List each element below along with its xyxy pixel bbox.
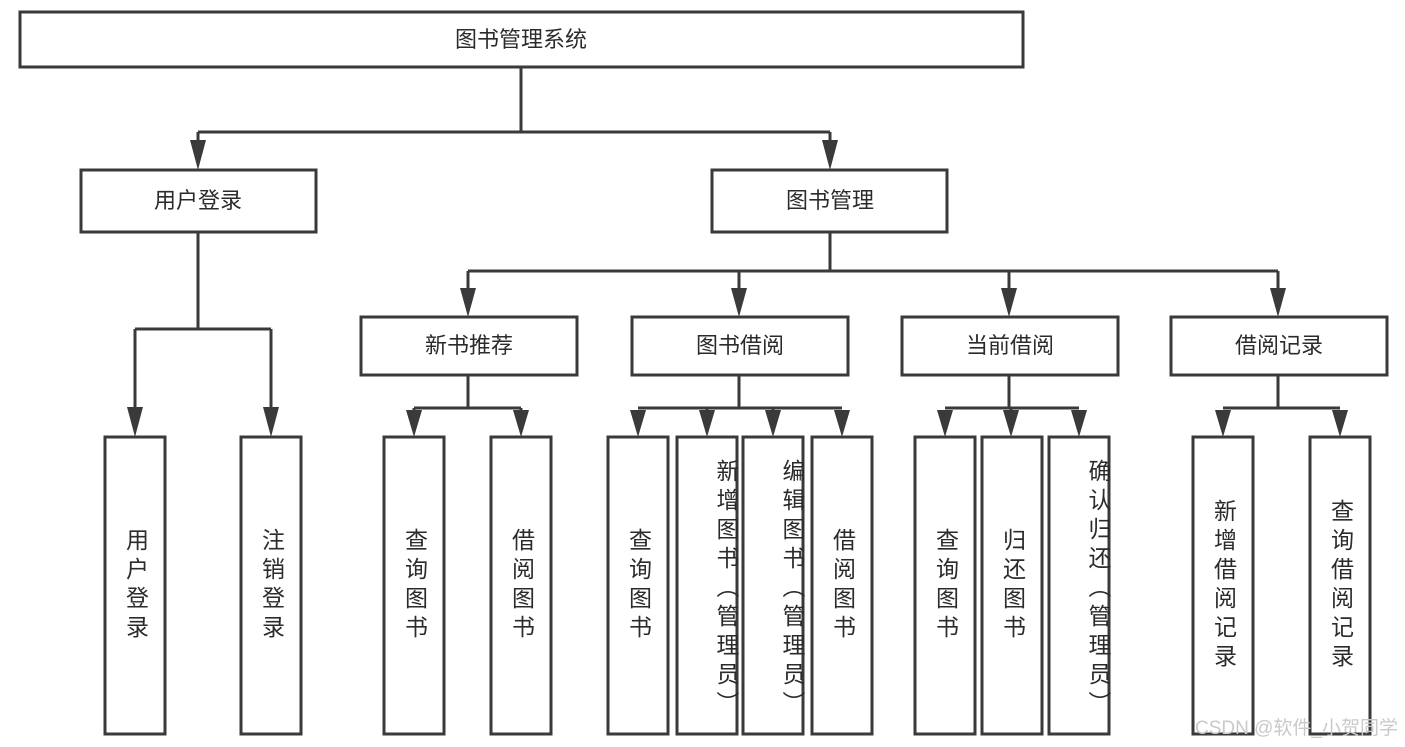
arrowhead-leaf-borrow-book-1 [513,410,529,437]
node-book-borrow-label: 图书借阅 [696,333,784,358]
leaf-query-book-1-box[interactable] [382,435,446,736]
leaf-node-query-book-3[interactable] [913,435,977,736]
leaf-node-add-book[interactable] [675,435,739,736]
leaf-node-query-book-1[interactable] [382,435,446,736]
leaf-user-login-box[interactable] [103,435,167,736]
node-user-login-label: 用户登录 [154,188,242,213]
arrowhead-leaf-add-record [1215,410,1231,437]
leaf-node-return-book[interactable] [980,435,1044,736]
arrowhead-current-borrow [1001,288,1017,317]
leaf-node-borrow-book-1[interactable] [489,435,553,736]
arrowhead-leaf-user-login [127,407,143,437]
node-new-book-recommend-box[interactable] [359,315,579,377]
leaf-node-user-logout[interactable] [239,435,303,736]
leaf-query-book-2-box[interactable] [606,435,670,736]
arrowhead-leaf-query-book-3 [937,410,953,437]
node-borrow-record[interactable]: 借阅记录 [1169,315,1389,377]
node-book-management[interactable]: 图书管理 [710,168,949,234]
arrowhead-leaf-return-book [1003,410,1019,437]
leaf-node-query-book-2[interactable] [606,435,670,736]
leaf-node-query-record[interactable] [1308,435,1372,736]
arrowhead-leaf-query-book-1 [406,410,422,437]
leaf-user-logout-box[interactable] [239,435,303,736]
leaf-query-book-3-box[interactable] [913,435,977,736]
node-user-login-box[interactable] [79,168,318,234]
arrowhead-leaf-borrow-book-2 [834,410,850,437]
leaf-add-book-box[interactable] [675,435,739,736]
leaf-return-book-box[interactable] [980,435,1044,736]
leaf-node-confirm-return[interactable] [1047,435,1111,736]
node-borrow-record-label: 借阅记录 [1235,333,1323,358]
node-book-borrow-box[interactable] [630,315,850,377]
leaf-query-record-box[interactable] [1308,435,1372,736]
node-current-borrow-box[interactable] [900,315,1120,377]
node-book-borrow[interactable]: 图书借阅 [630,315,850,377]
leaf-borrow-book-1-box[interactable] [489,435,553,736]
arrowhead-user-login [190,140,206,170]
arrowhead-book-mgmt [822,140,838,170]
node-root-box[interactable] [18,10,1025,69]
leaf-node-edit-book[interactable] [741,435,805,736]
arrowhead-leaf-confirm-return [1071,410,1087,437]
leaf-edit-book-box[interactable] [741,435,805,736]
leaf-add-record-box[interactable] [1191,435,1255,736]
node-new-book-recommend-label: 新书推荐 [425,333,513,358]
node-root[interactable]: 图书管理系统 [18,10,1025,69]
arrowhead-leaf-query-record [1332,410,1348,437]
arrowhead-leaf-query-book-2 [630,410,646,437]
leaf-node-borrow-book-2[interactable] [810,435,874,736]
csdn-watermark: CSDN @软件_小贺同学 [1195,717,1398,739]
arrowhead-new-book-recommend [460,288,476,317]
node-book-management-box[interactable] [710,168,949,234]
arrowhead-borrow-record [1270,288,1286,317]
node-root-label: 图书管理系统 [455,27,587,52]
arrowhead-leaf-add-book [699,410,715,437]
node-user-login[interactable]: 用户登录 [79,168,318,234]
connector-layer [127,67,1348,437]
leaf-confirm-return-box[interactable] [1047,435,1111,736]
node-book-management-label: 图书管理 [786,188,874,213]
node-current-borrow-label: 当前借阅 [966,333,1054,358]
node-borrow-record-box[interactable] [1169,315,1389,377]
arrowhead-book-borrow [731,288,747,317]
node-current-borrow[interactable]: 当前借阅 [900,315,1120,377]
arrowhead-leaf-user-logout [263,407,279,437]
leaf-node-add-record[interactable] [1191,435,1255,736]
node-new-book-recommend[interactable]: 新书推荐 [359,315,579,377]
leaf-node-user-login[interactable] [103,435,167,736]
arrowhead-leaf-edit-book [765,410,781,437]
leaf-borrow-book-2-box[interactable] [810,435,874,736]
